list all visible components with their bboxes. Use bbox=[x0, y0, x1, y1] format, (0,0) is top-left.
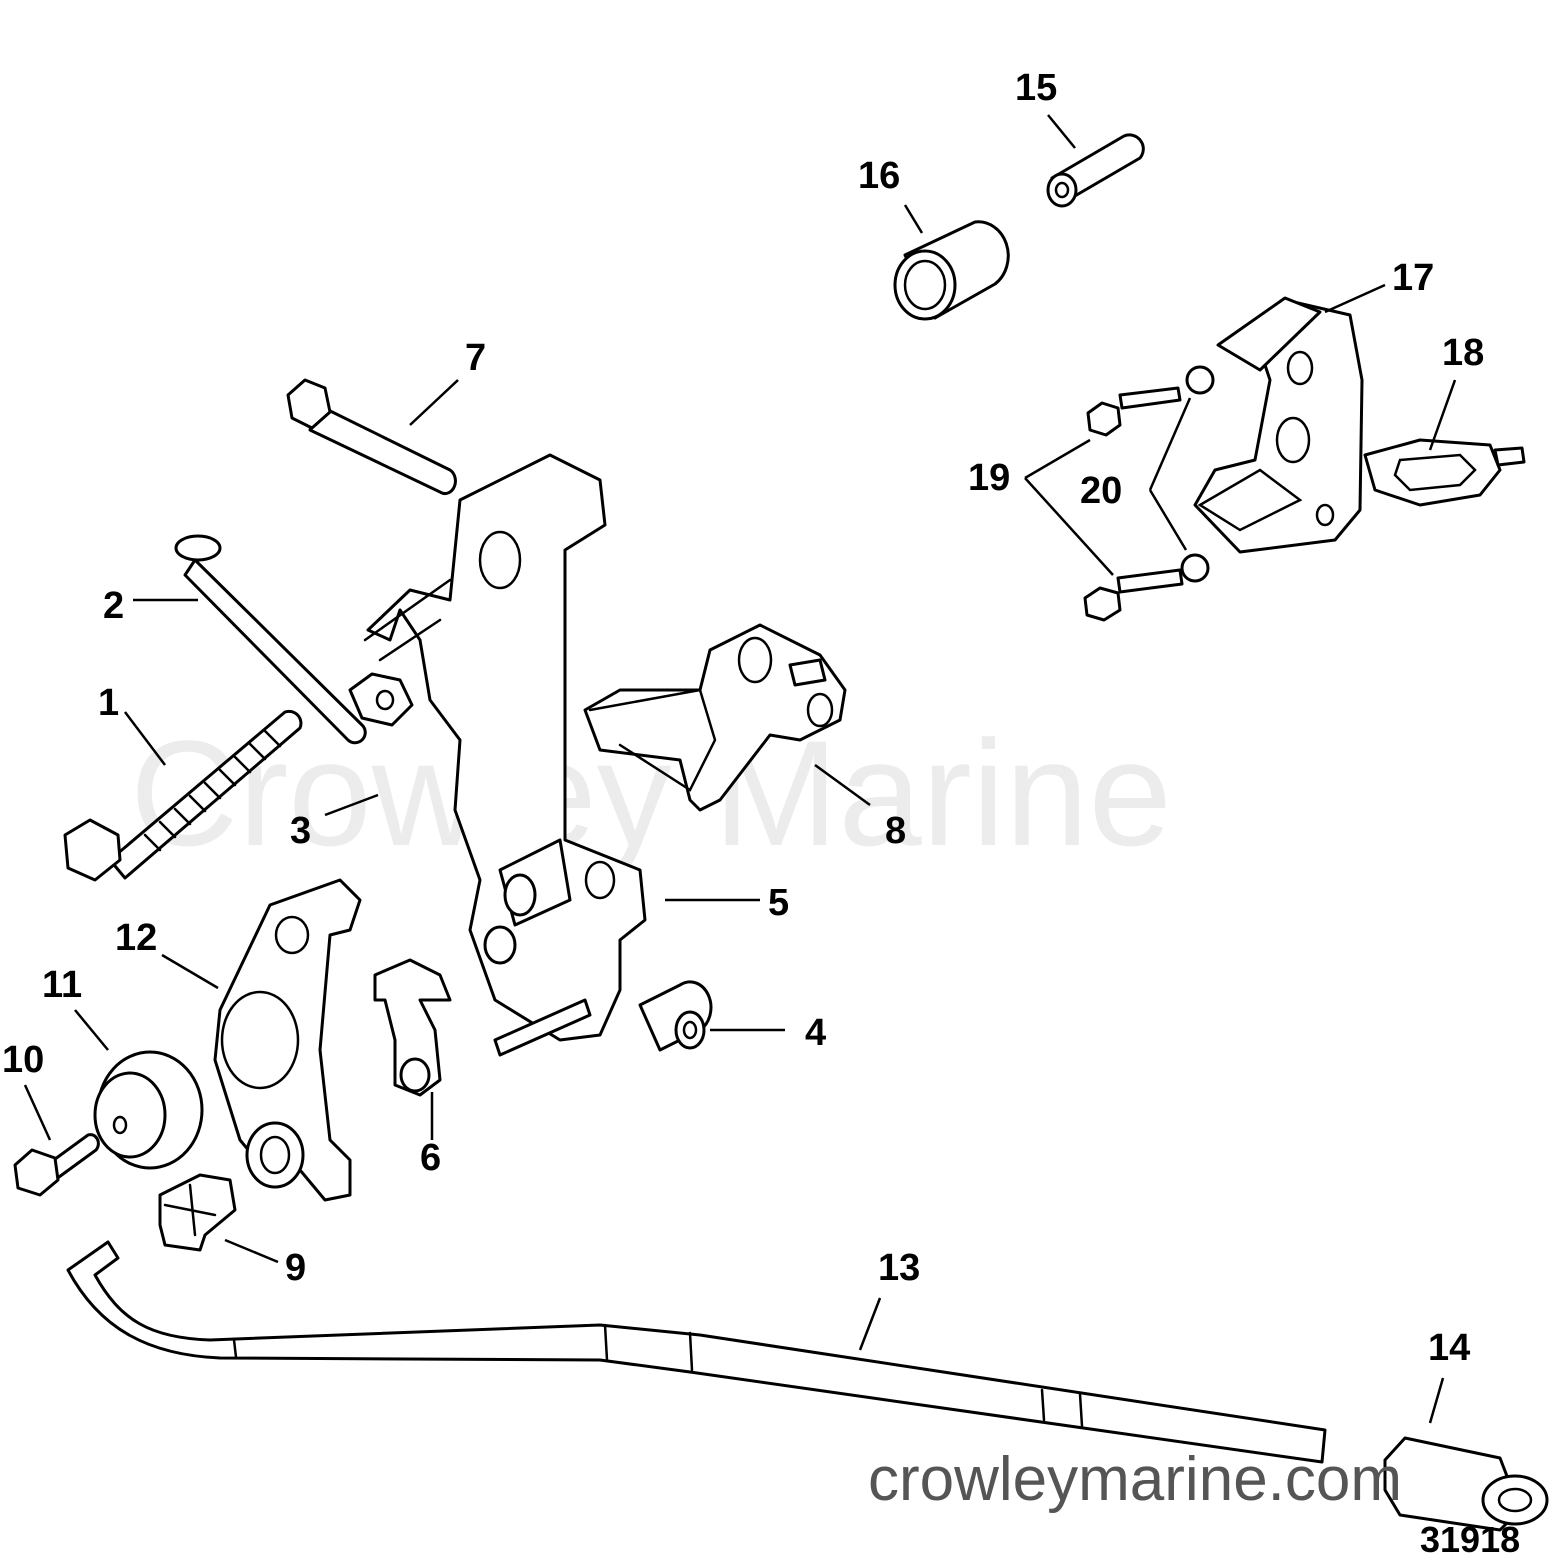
watermark-url: crowleymarine.com bbox=[868, 1445, 1402, 1514]
part-14-rod-end bbox=[1383, 1436, 1549, 1532]
callout-19: 19 bbox=[968, 457, 1010, 499]
callout-10: 10 bbox=[2, 1039, 44, 1081]
callout-5: 5 bbox=[768, 882, 789, 924]
part-19-bolts bbox=[1083, 386, 1184, 622]
drawing-number: 31918 bbox=[1420, 1519, 1520, 1560]
callout-18: 18 bbox=[1442, 332, 1484, 374]
part-4-bushing bbox=[638, 980, 713, 1052]
callout-2: 2 bbox=[103, 585, 124, 627]
callout-1: 1 bbox=[98, 682, 119, 724]
part-5-lever bbox=[363, 453, 647, 1057]
callout-16: 16 bbox=[858, 155, 900, 197]
callout-11: 11 bbox=[42, 964, 82, 1006]
part-11-pulley bbox=[93, 1050, 204, 1170]
part-18-link bbox=[1363, 438, 1526, 507]
callout-6: 6 bbox=[420, 1137, 441, 1179]
callout-3: 3 bbox=[290, 810, 311, 852]
part-12-bellcrank bbox=[213, 878, 362, 1202]
leader-lines bbox=[23, 114, 1457, 1424]
part-8-lever bbox=[583, 623, 847, 812]
callout-13: 13 bbox=[878, 1247, 920, 1289]
part-9-fastener bbox=[158, 1173, 237, 1252]
part-7-bolt bbox=[286, 378, 457, 496]
callout-12: 12 bbox=[115, 917, 157, 959]
part-6-clip bbox=[373, 958, 452, 1097]
part-3-nut bbox=[348, 672, 414, 727]
callout-labels: 1 2 3 4 5 6 7 8 9 10 11 12 13 14 15 16 1… bbox=[2, 67, 1484, 1369]
part-20-rings bbox=[1180, 365, 1215, 583]
part-10-screw bbox=[13, 1133, 100, 1197]
callout-15: 15 bbox=[1015, 67, 1057, 109]
part-13-rod bbox=[66, 1240, 1327, 1464]
callout-8: 8 bbox=[885, 810, 906, 852]
callout-9: 9 bbox=[285, 1247, 306, 1289]
part-1-bolt bbox=[63, 709, 303, 882]
part-16-bushing bbox=[893, 220, 1010, 321]
callout-17: 17 bbox=[1392, 257, 1434, 299]
callout-20: 20 bbox=[1080, 470, 1122, 512]
callout-4: 4 bbox=[805, 1012, 826, 1054]
part-2-pin bbox=[174, 534, 367, 745]
callout-7: 7 bbox=[465, 337, 486, 379]
part-15-sleeve bbox=[1046, 133, 1145, 208]
part-17-bracket bbox=[1193, 296, 1364, 554]
callout-14: 14 bbox=[1428, 1327, 1470, 1369]
